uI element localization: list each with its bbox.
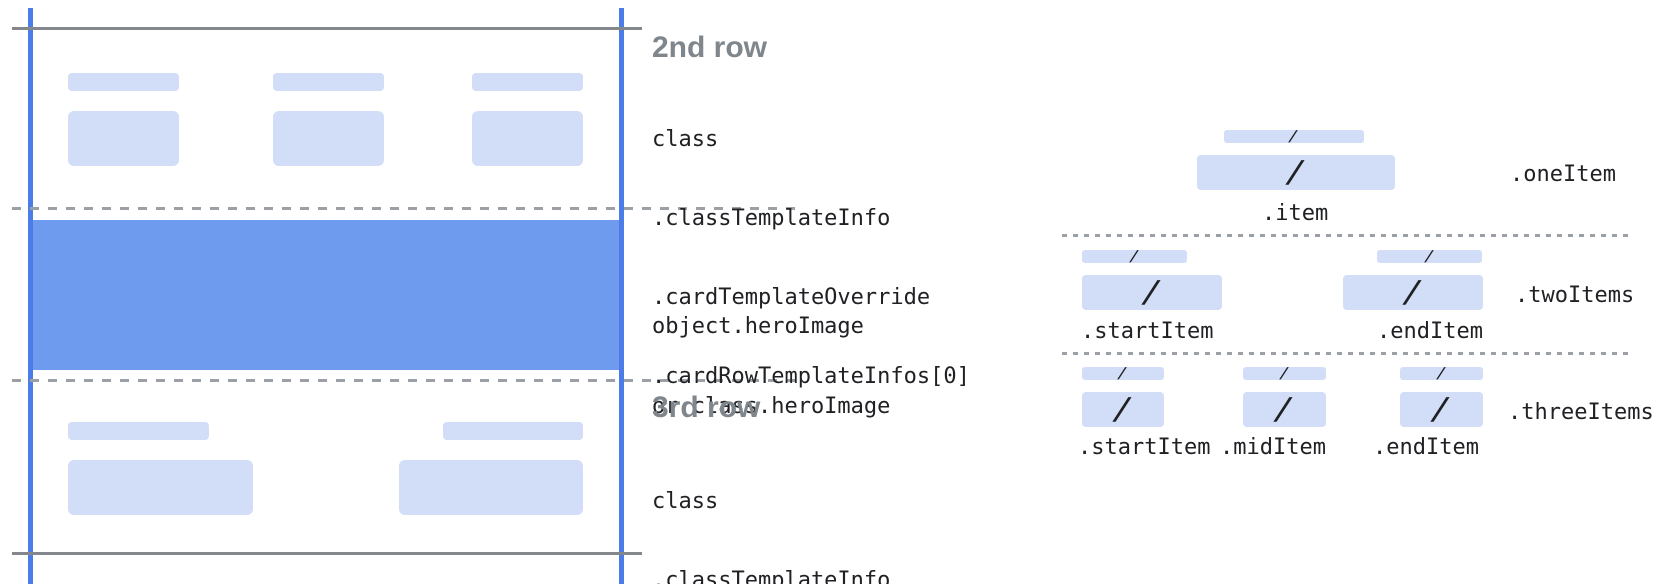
end-item-label: .endItem xyxy=(1377,319,1483,344)
row-separator-dashed-2 xyxy=(12,379,802,382)
code-line: .classTemplateInfo xyxy=(652,568,891,584)
placeholder-slash: / xyxy=(1430,392,1454,427)
template-separator-dashed-1 xyxy=(1062,234,1632,237)
code-line: or class.heroImage xyxy=(652,394,891,419)
card-top-border xyxy=(12,27,642,30)
item-label-bar: / xyxy=(1082,250,1187,263)
item-value-bar: / xyxy=(1197,155,1395,190)
placeholder-value-block xyxy=(472,111,583,166)
item-label-bar: / xyxy=(1400,367,1483,380)
end-item-label: .endItem xyxy=(1373,435,1479,460)
one-item-name: .oneItem xyxy=(1510,162,1616,187)
row-separator-dashed-1 xyxy=(12,207,802,210)
item-label-bar: / xyxy=(1224,130,1364,143)
placeholder-slash: / xyxy=(1273,392,1297,427)
second-row-title: 2nd row xyxy=(652,31,768,64)
start-item-label: .startItem xyxy=(1081,319,1214,344)
placeholder-value-block xyxy=(68,111,179,166)
item-label-bar: / xyxy=(1377,250,1482,263)
hero-image-block xyxy=(28,220,624,370)
placeholder-label-bar xyxy=(68,422,209,440)
card-bottom-border xyxy=(12,552,642,555)
placeholder-slash: / xyxy=(1288,130,1300,143)
code-line: class xyxy=(652,489,719,514)
code-line: .classTemplateInfo xyxy=(652,206,891,231)
item-value-bar: / xyxy=(1400,392,1483,427)
placeholder-label-bar xyxy=(273,73,384,91)
placeholder-label-bar xyxy=(472,73,583,91)
item-value-bar: / xyxy=(1243,392,1326,427)
second-row-code: class .classTemplateInfo .cardTemplateOv… xyxy=(652,75,970,441)
item-label-bar: / xyxy=(1082,367,1164,380)
template-separator-dashed-2 xyxy=(1062,352,1632,355)
third-row-title: 3rd row xyxy=(652,391,761,424)
placeholder-slash: / xyxy=(1423,250,1436,263)
three-items-name: .threeItems xyxy=(1508,400,1654,425)
placeholder-slash: / xyxy=(1140,275,1164,310)
placeholder-slash: / xyxy=(1128,250,1141,263)
placeholder-slash: / xyxy=(1111,392,1135,427)
placeholder-slash: / xyxy=(1401,275,1425,310)
placeholder-label-bar xyxy=(443,422,583,440)
item-value-bar: / xyxy=(1082,392,1164,427)
placeholder-label-bar xyxy=(68,73,179,91)
item-label-bar: / xyxy=(1243,367,1326,380)
placeholder-slash: / xyxy=(1284,155,1308,190)
placeholder-value-block xyxy=(399,460,583,515)
start-item-label: .startItem xyxy=(1078,435,1211,460)
guide-line-left xyxy=(28,8,33,584)
mid-item-label: .midItem xyxy=(1220,435,1326,460)
placeholder-slash: / xyxy=(1117,367,1129,380)
third-row-code: class .classTemplateInfo .cardTemplateOv… xyxy=(652,437,970,584)
code-line: class xyxy=(652,127,719,152)
placeholder-value-block xyxy=(273,111,384,166)
hero-image-code: object.heroImage or class.heroImage xyxy=(652,262,890,472)
placeholder-slash: / xyxy=(1278,367,1291,380)
guide-line-right xyxy=(619,8,624,584)
placeholder-slash: / xyxy=(1435,367,1448,380)
two-items-name: .twoItems xyxy=(1515,283,1635,308)
item-value-bar: / xyxy=(1343,275,1483,310)
item-label: .item xyxy=(1262,201,1329,226)
code-line: .cardRowTemplateInfos[0] xyxy=(652,364,970,389)
placeholder-value-block xyxy=(68,460,253,515)
code-line: object.heroImage xyxy=(652,314,864,339)
item-value-bar: / xyxy=(1082,275,1222,310)
code-line: .cardTemplateOverride xyxy=(652,285,931,310)
